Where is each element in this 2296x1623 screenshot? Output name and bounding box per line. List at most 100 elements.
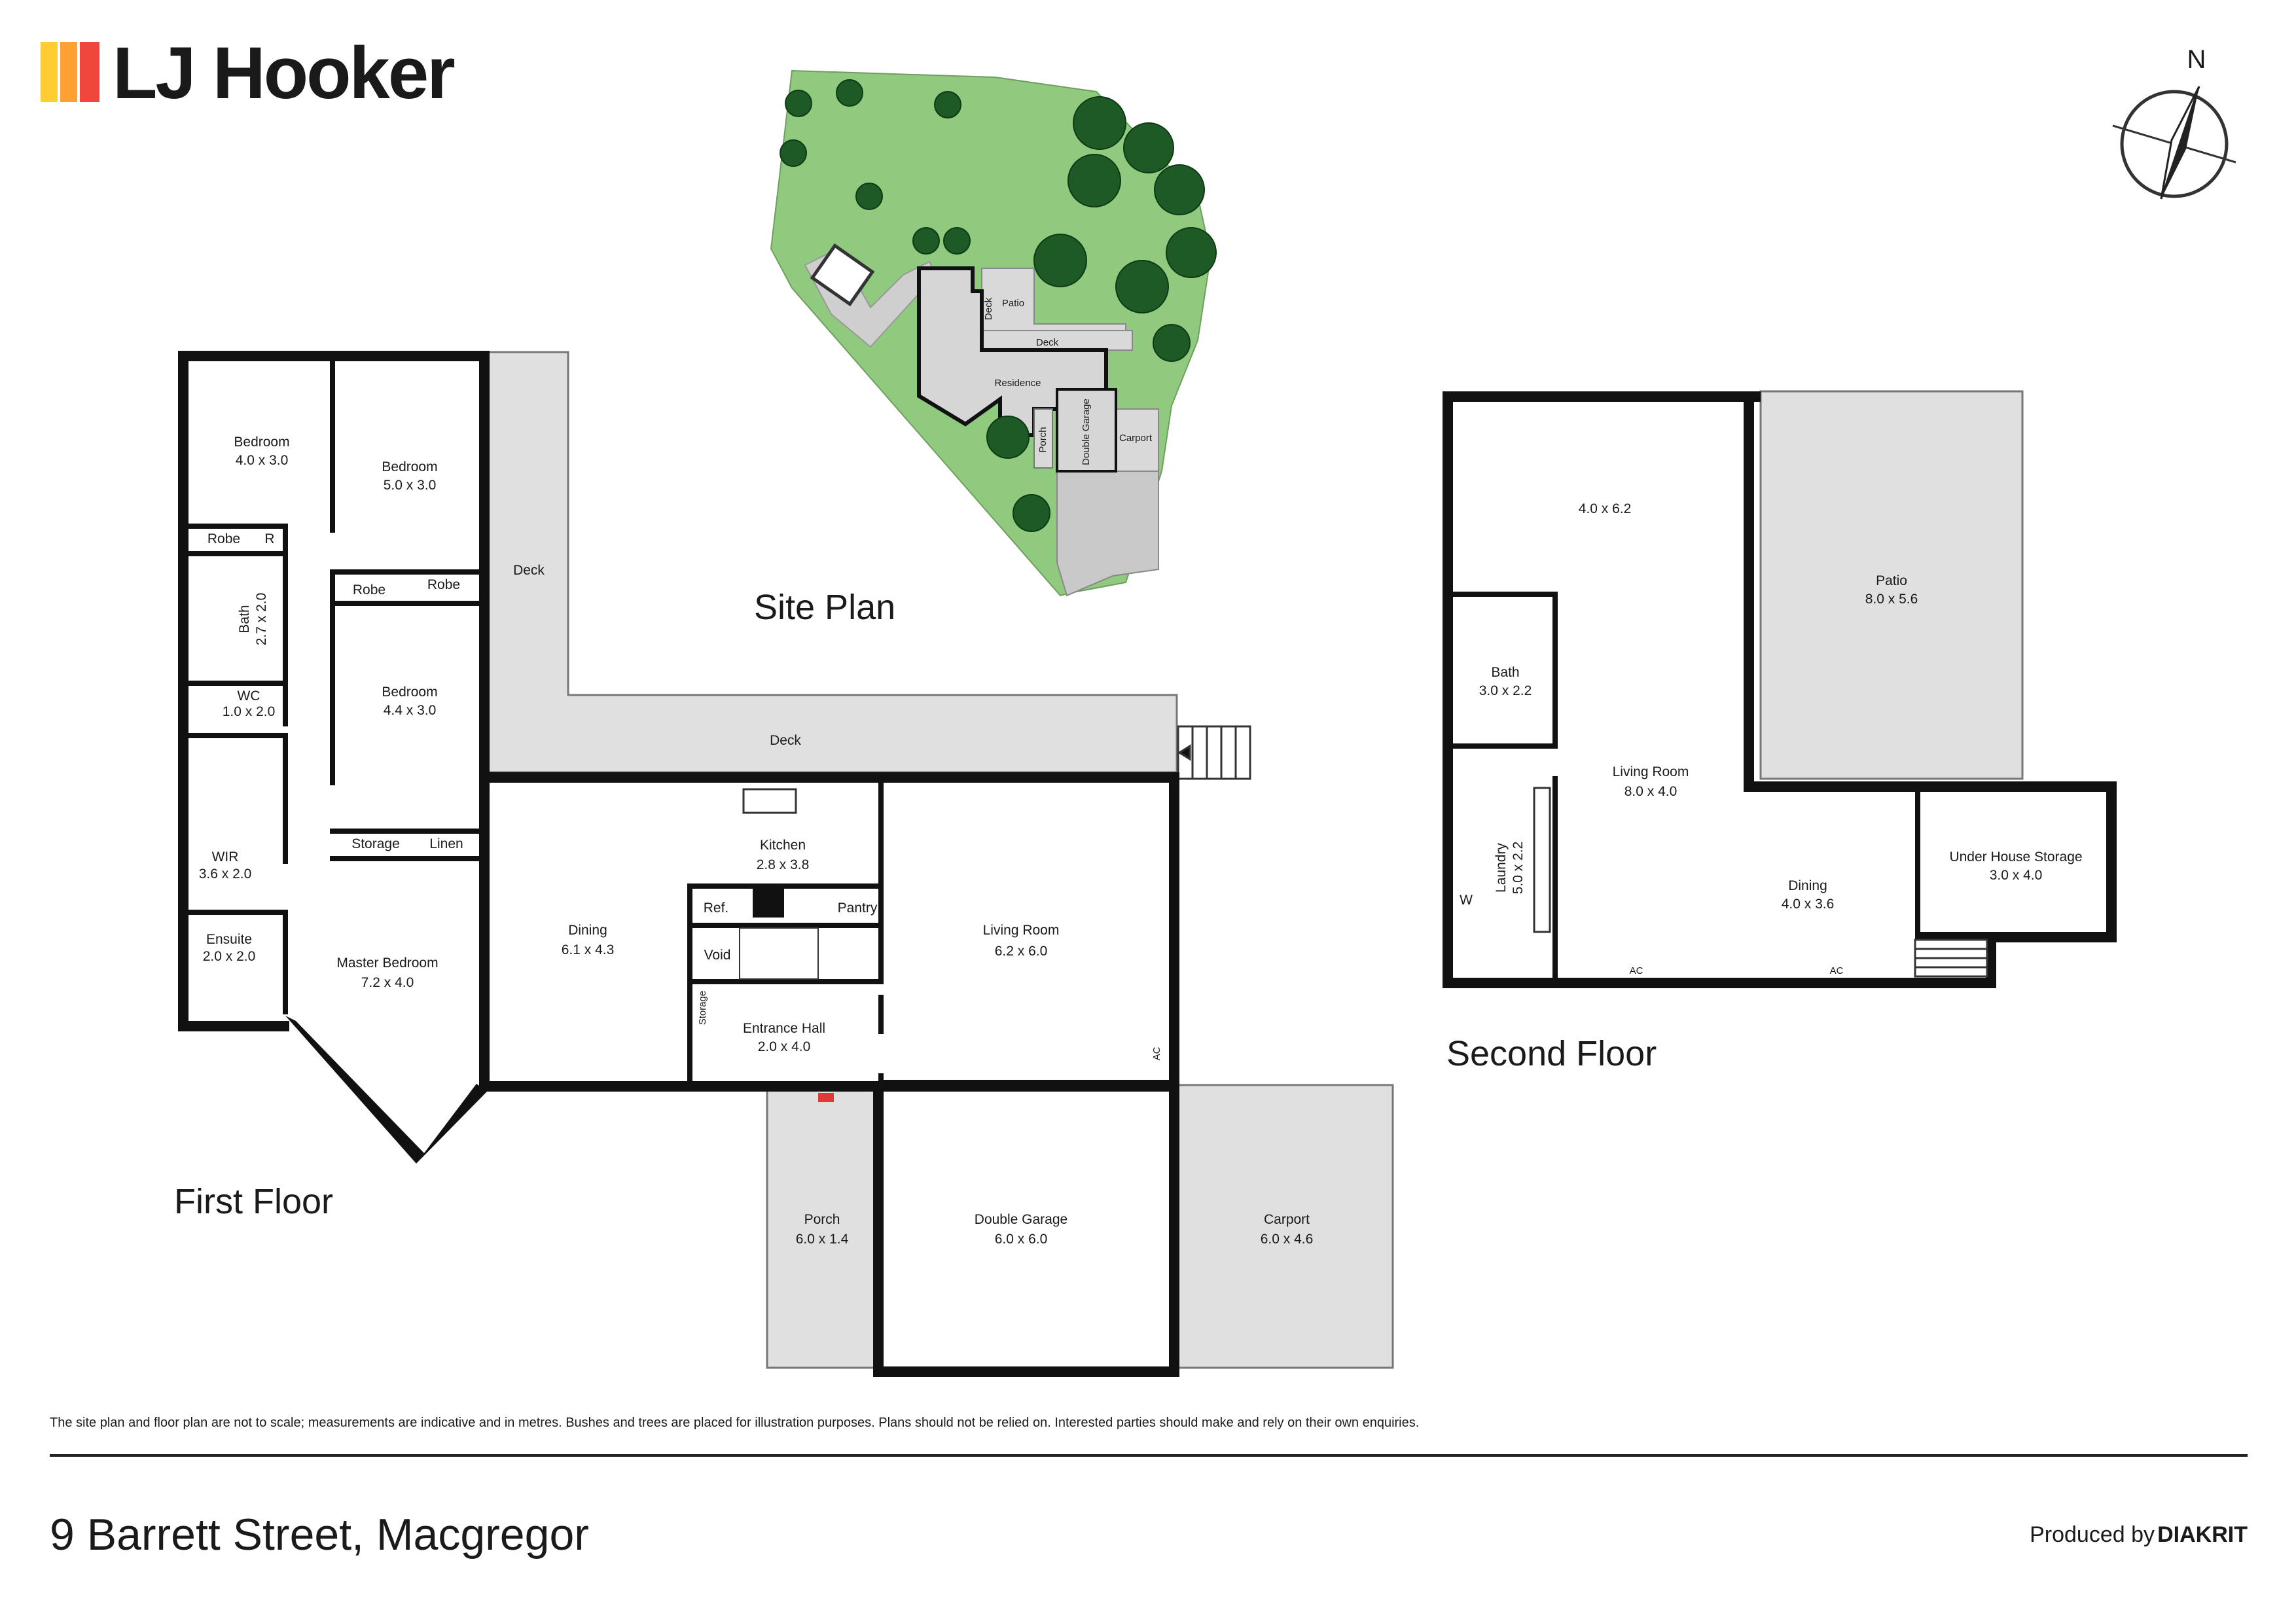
tree bbox=[1153, 324, 1191, 362]
wall bbox=[330, 856, 484, 861]
wall bbox=[283, 733, 288, 864]
compass-north-label: N bbox=[2187, 45, 2206, 74]
tree bbox=[1166, 227, 1217, 278]
site-plan: Deck Patio Deck Residence Porch Double G… bbox=[754, 69, 1217, 627]
tree bbox=[1013, 494, 1050, 532]
logo-stripe-yellow bbox=[41, 42, 58, 102]
tree bbox=[1123, 122, 1174, 173]
wall bbox=[1915, 792, 1920, 936]
ff-ensuite-size: 2.0 x 2.0 bbox=[203, 949, 256, 964]
ff-garage-name: Double Garage bbox=[975, 1212, 1067, 1227]
ff-bed3-name: Bedroom bbox=[382, 685, 437, 700]
ff-wc-name: WC bbox=[238, 688, 260, 704]
wall bbox=[330, 569, 487, 575]
sf-laundry-bench bbox=[1533, 787, 1551, 933]
site-label-residence: Residence bbox=[995, 378, 1041, 389]
ff-wir-name: WIR bbox=[212, 849, 239, 865]
ff-bath-size: 2.7 x 2.0 bbox=[254, 593, 269, 646]
ff-robe1: Robe bbox=[207, 531, 240, 546]
tree bbox=[986, 416, 1030, 459]
wall bbox=[178, 1021, 289, 1031]
site-trees bbox=[780, 79, 1217, 532]
ff-kitchen-sink bbox=[742, 788, 797, 814]
wall bbox=[878, 783, 884, 979]
ff-kitchen-name: Kitchen bbox=[760, 838, 806, 853]
ff-robe3: Robe bbox=[427, 577, 460, 592]
ff-bed2-size: 5.0 x 3.0 bbox=[384, 478, 437, 493]
ff-ac: AC bbox=[1151, 1046, 1162, 1060]
sf-patio-size: 8.0 x 5.6 bbox=[1865, 592, 1918, 607]
footer-address: 9 Barrett Street, Macgregor bbox=[50, 1510, 589, 1560]
footer: The site plan and floor plan are not to … bbox=[50, 1416, 2248, 1560]
wall bbox=[416, 1084, 487, 1164]
north-compass: N bbox=[2112, 45, 2236, 200]
tree bbox=[1033, 234, 1087, 287]
ff-porch-name: Porch bbox=[804, 1212, 840, 1227]
sf-dining-size: 4.0 x 3.6 bbox=[1782, 897, 1835, 912]
sf-room-labels: 4.0 x 6.2 Patio 8.0 x 5.6 Bath 3.0 x 2.2… bbox=[1460, 501, 2082, 976]
ff-pantry: Pantry bbox=[838, 901, 878, 916]
compass-needle-light bbox=[2160, 86, 2200, 200]
ff-kitchen-size: 2.8 x 3.8 bbox=[757, 857, 810, 872]
ff-void: Void bbox=[704, 948, 731, 963]
sf-living-name: Living Room bbox=[1613, 764, 1689, 779]
wall bbox=[330, 829, 484, 834]
ff-master-name: Master Bedroom bbox=[336, 955, 438, 971]
wall bbox=[183, 681, 288, 686]
ff-master-size: 7.2 x 4.0 bbox=[361, 975, 414, 990]
wall bbox=[1443, 391, 1453, 988]
ff-room-labels: Bedroom 4.0 x 3.0 Bedroom 5.0 x 3.0 Robe… bbox=[199, 435, 1314, 1247]
wall bbox=[687, 979, 884, 984]
ff-storage: Storage bbox=[351, 836, 400, 851]
tree bbox=[836, 79, 863, 107]
wall bbox=[1448, 743, 1558, 749]
wall bbox=[1169, 772, 1179, 1374]
sf-dining-name: Dining bbox=[1788, 878, 1827, 893]
site-driveway bbox=[1056, 471, 1159, 597]
ff-storage-small: Storage bbox=[697, 991, 708, 1026]
wall bbox=[1552, 592, 1558, 749]
ff-carport-area bbox=[1175, 1084, 1394, 1369]
ff-garage-size: 6.0 x 6.0 bbox=[995, 1232, 1048, 1247]
stair-arrow bbox=[1177, 744, 1191, 761]
ff-cooktop bbox=[753, 889, 784, 918]
site-label-double-garage: Double Garage bbox=[1081, 399, 1092, 465]
ff-ref: Ref. bbox=[704, 901, 729, 916]
footer-disclaimer: The site plan and floor plan are not to … bbox=[50, 1416, 1419, 1430]
sf-living-size: 8.0 x 4.0 bbox=[1624, 784, 1677, 799]
wall bbox=[1744, 781, 2117, 792]
tree bbox=[934, 91, 961, 118]
ff-bed2-name: Bedroom bbox=[382, 459, 437, 474]
tree bbox=[943, 227, 971, 255]
sf-bath-name: Bath bbox=[1491, 665, 1519, 680]
tree bbox=[1115, 260, 1169, 313]
footer-divider bbox=[50, 1454, 2248, 1457]
wall bbox=[884, 1080, 1172, 1086]
ff-bath-name: Bath bbox=[237, 605, 252, 633]
wall bbox=[1448, 592, 1558, 597]
site-carport bbox=[1112, 408, 1159, 472]
wall bbox=[1744, 391, 1754, 792]
entrance-marker bbox=[818, 1093, 834, 1102]
sf-laundry-size: 5.0 x 2.2 bbox=[1511, 842, 1526, 895]
wall bbox=[330, 601, 487, 606]
footer-produced-by: Produced by bbox=[2030, 1522, 2155, 1547]
sf-w: W bbox=[1460, 893, 1473, 908]
ff-stairs-void bbox=[739, 927, 819, 980]
site-shed bbox=[810, 243, 875, 307]
ff-deck-stairs bbox=[1177, 725, 1251, 780]
wall bbox=[878, 995, 884, 1034]
ff-dining-size: 6.1 x 4.3 bbox=[562, 942, 615, 957]
sf-patio-name: Patio bbox=[1876, 573, 1907, 588]
site-label-deck: Deck bbox=[1036, 337, 1059, 348]
wall bbox=[183, 733, 288, 738]
wall bbox=[687, 883, 884, 889]
second-floor-title: Second Floor bbox=[1446, 1034, 1657, 1073]
second-floor-plan: 4.0 x 6.2 Patio 8.0 x 5.6 Bath 3.0 x 2.2… bbox=[1443, 390, 2117, 1073]
ff-porch-area bbox=[766, 1084, 878, 1369]
ff-deck-v: Deck bbox=[513, 563, 545, 578]
wall bbox=[687, 923, 884, 928]
wall bbox=[1552, 776, 1558, 979]
sf-laundry-name: Laundry bbox=[1494, 843, 1509, 893]
